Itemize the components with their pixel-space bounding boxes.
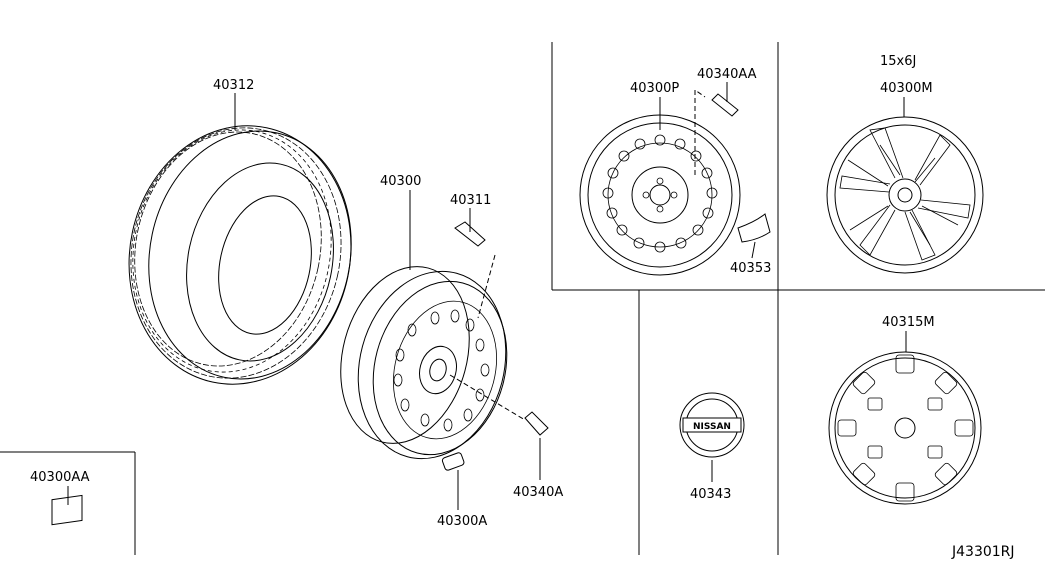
part-label-40340AA[interactable]: 40340AA	[697, 67, 757, 82]
hubcap-drawing[interactable]	[828, 351, 982, 505]
alloy-wheel-drawing[interactable]	[826, 116, 984, 274]
part-label-40353[interactable]: 40353	[730, 261, 771, 276]
part-label-40311[interactable]: 40311	[450, 193, 491, 208]
nissan-logo: NISSAN	[693, 422, 731, 432]
diagram-code: J43301RJ	[951, 544, 1015, 560]
part-label-40343[interactable]: 40343	[690, 487, 731, 502]
section-dividers	[0, 42, 1045, 555]
valve-drawing[interactable]	[454, 221, 496, 319]
steel-wheel-drawing[interactable]	[322, 252, 526, 475]
part-label-40300P[interactable]: 40300P	[630, 81, 679, 96]
tire-drawing[interactable]	[105, 105, 374, 405]
part-label-40300AA[interactable]: 40300AA	[30, 470, 90, 485]
part-label-40312[interactable]: 40312	[213, 78, 254, 93]
alloy-size-label: 15x6J	[880, 54, 916, 69]
wheel-nut-drawing[interactable]	[449, 374, 549, 436]
center-cap-drawing[interactable]: NISSAN	[679, 392, 745, 458]
spare-tag-drawing[interactable]	[737, 213, 771, 243]
part-label-40300[interactable]: 40300	[380, 174, 421, 189]
part-label-40300M[interactable]: 40300M	[880, 81, 933, 96]
part-label-40340A[interactable]: 40340A	[513, 485, 563, 500]
leader-40353	[751, 241, 756, 259]
part-label-40300A[interactable]: 40300A	[437, 514, 487, 529]
spare-nut-drawing[interactable]	[694, 89, 739, 175]
part-label-40315M[interactable]: 40315M	[882, 315, 935, 330]
weight-adhesive-drawing[interactable]	[51, 494, 83, 526]
spare-wheel-drawing[interactable]	[579, 114, 741, 276]
balance-weight-drawing[interactable]	[441, 452, 465, 471]
